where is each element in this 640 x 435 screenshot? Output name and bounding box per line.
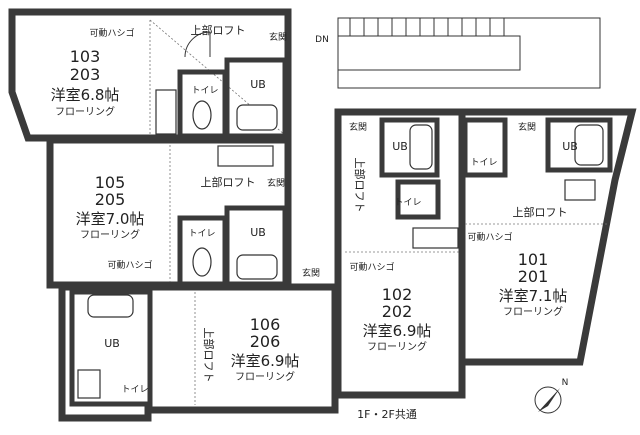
ladder-label: 可動ハシゴ [89,27,134,39]
toilet-label: トイレ [191,86,218,96]
loft-label: 上部ロフト [202,328,216,383]
entrance-label: 玄関 [302,267,320,279]
bath-label: UB [562,140,578,153]
north-arrow-icon: N [534,378,569,414]
loft-label: 上部ロフト [513,205,568,219]
room-size: 洋室7.0帖 [76,210,145,228]
room-size: 洋室6.9帖 [363,322,432,340]
unit-number: 102 [382,285,413,304]
unit-number: 201 [518,267,549,286]
unit-number: 205 [95,190,126,209]
entrance-label: 玄関 [267,177,285,189]
floor-type: フローリング [55,105,115,118]
ladder-label: 可動ハシゴ [107,259,152,271]
common-floor-label: 1F・2F共通 [357,408,417,421]
floor-type: フローリング [80,228,140,241]
bath-label: UB [250,226,266,239]
room-size: 洋室6.8帖 [51,86,120,104]
toilet-label: トイレ [121,385,148,395]
north-label: N [562,378,569,388]
unit-105-205: 105 205 洋室7.0帖 フローリング 可動ハシゴ 上部ロフト トイレ UB… [46,136,320,289]
ladder-label: 可動ハシゴ [467,231,512,243]
unit-number: 106 [250,315,281,334]
floor-type: フローリング [235,370,295,383]
room-size: 洋室6.9帖 [231,352,300,370]
unit-number: 202 [382,302,413,321]
unit-101-201: 101 201 洋室7.1帖 フローリング 可動ハシゴ 上部ロフト UB トイレ… [458,108,637,366]
unit-number: 101 [518,250,549,269]
unit-number: 203 [70,65,101,84]
loft-label: 上部ロフト [191,23,246,37]
entrance-label: 玄関 [269,31,287,43]
entrance-label: 玄関 [518,121,536,133]
toilet-label: トイレ [470,158,497,168]
entrance-label: 玄関 [349,121,367,133]
floor-type: フローリング [503,305,563,318]
bath-label: UB [104,337,120,350]
unit-106-206: 106 206 洋室6.9帖 フローリング UB トイレ 上部ロフト [58,283,339,422]
floor-type: フローリング [367,340,427,353]
unit-102-202: 102 202 洋室6.9帖 フローリング 可動ハシゴ 上部ロフト UB トイレ… [334,108,466,399]
unit-number: 206 [250,332,281,351]
bath-label: UB [392,140,408,153]
loft-label: 上部ロフト [201,175,256,189]
unit-number: 103 [70,47,101,66]
toilet-label: トイレ [394,198,421,208]
room-size: 洋室7.1帖 [499,287,568,305]
unit-number: 105 [95,173,126,192]
staircase [337,17,601,89]
ladder-label: 可動ハシゴ [349,261,394,273]
toilet-label: トイレ [188,229,215,239]
bath-label: UB [250,78,266,91]
down-label: DN [315,35,329,45]
unit-103-203: 103 203 洋室6.8帖 フローリング 可動ハシゴ 上部ロフト トイレ UB… [8,8,329,142]
loft-label: 上部ロフト [353,158,367,213]
